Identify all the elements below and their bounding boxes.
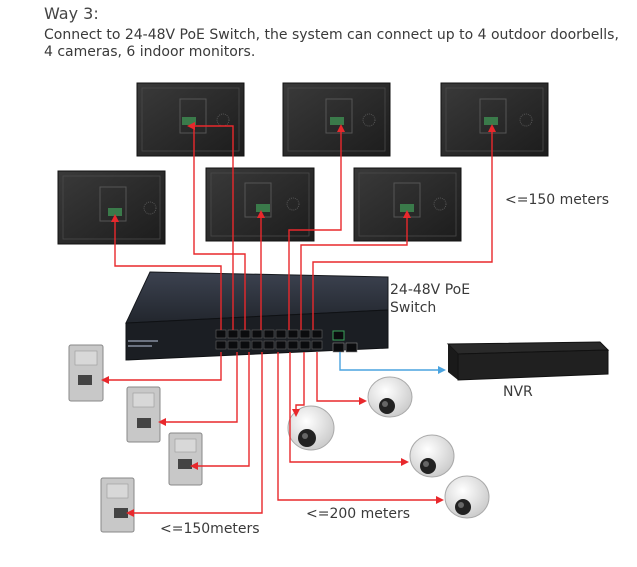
outdoor-doorbell-1 xyxy=(68,344,104,402)
description: Connect to 24-48V PoE Switch, the system… xyxy=(44,27,634,61)
doorbell-cables xyxy=(101,352,263,517)
switch-label-line-2: Switch xyxy=(390,300,437,316)
nvr-cable xyxy=(339,352,446,374)
camera-4 xyxy=(444,475,490,519)
indoor-monitor-1 xyxy=(136,82,245,157)
outdoor-doorbell-4 xyxy=(100,477,135,533)
description-line-2: 4 cameras, 6 indoor monitors. xyxy=(44,44,256,60)
poe-switch xyxy=(125,271,389,361)
camera-3 xyxy=(409,434,455,478)
doorbell-distance-label: <=150meters xyxy=(160,521,260,537)
camera-cables xyxy=(277,352,444,504)
description-line-1: Connect to 24-48V PoE Switch, the system… xyxy=(44,27,619,43)
monitor-distance-label: <=150 meters xyxy=(505,192,610,208)
nvr-device xyxy=(446,341,610,381)
nvr-label: NVR xyxy=(503,384,533,400)
indoor-monitor-5 xyxy=(205,167,315,242)
outdoor-doorbell-3 xyxy=(168,432,203,486)
uplink-ports xyxy=(332,330,358,353)
outdoor-doorbell-2 xyxy=(126,386,161,443)
way-title: Way 3: xyxy=(44,4,99,23)
indoor-monitor-4 xyxy=(57,170,166,245)
monitor-cables xyxy=(111,122,496,330)
switch-ports xyxy=(215,329,323,350)
switch-label-line-1: 24-48V PoE xyxy=(390,282,471,298)
camera-distance-label: <=200 meters xyxy=(306,506,411,522)
switch-label: 24-48V PoE Switch xyxy=(390,281,470,317)
camera-2 xyxy=(287,405,335,451)
indoor-monitor-2 xyxy=(282,82,391,157)
camera-1 xyxy=(367,376,413,418)
indoor-monitor-3 xyxy=(440,82,549,157)
